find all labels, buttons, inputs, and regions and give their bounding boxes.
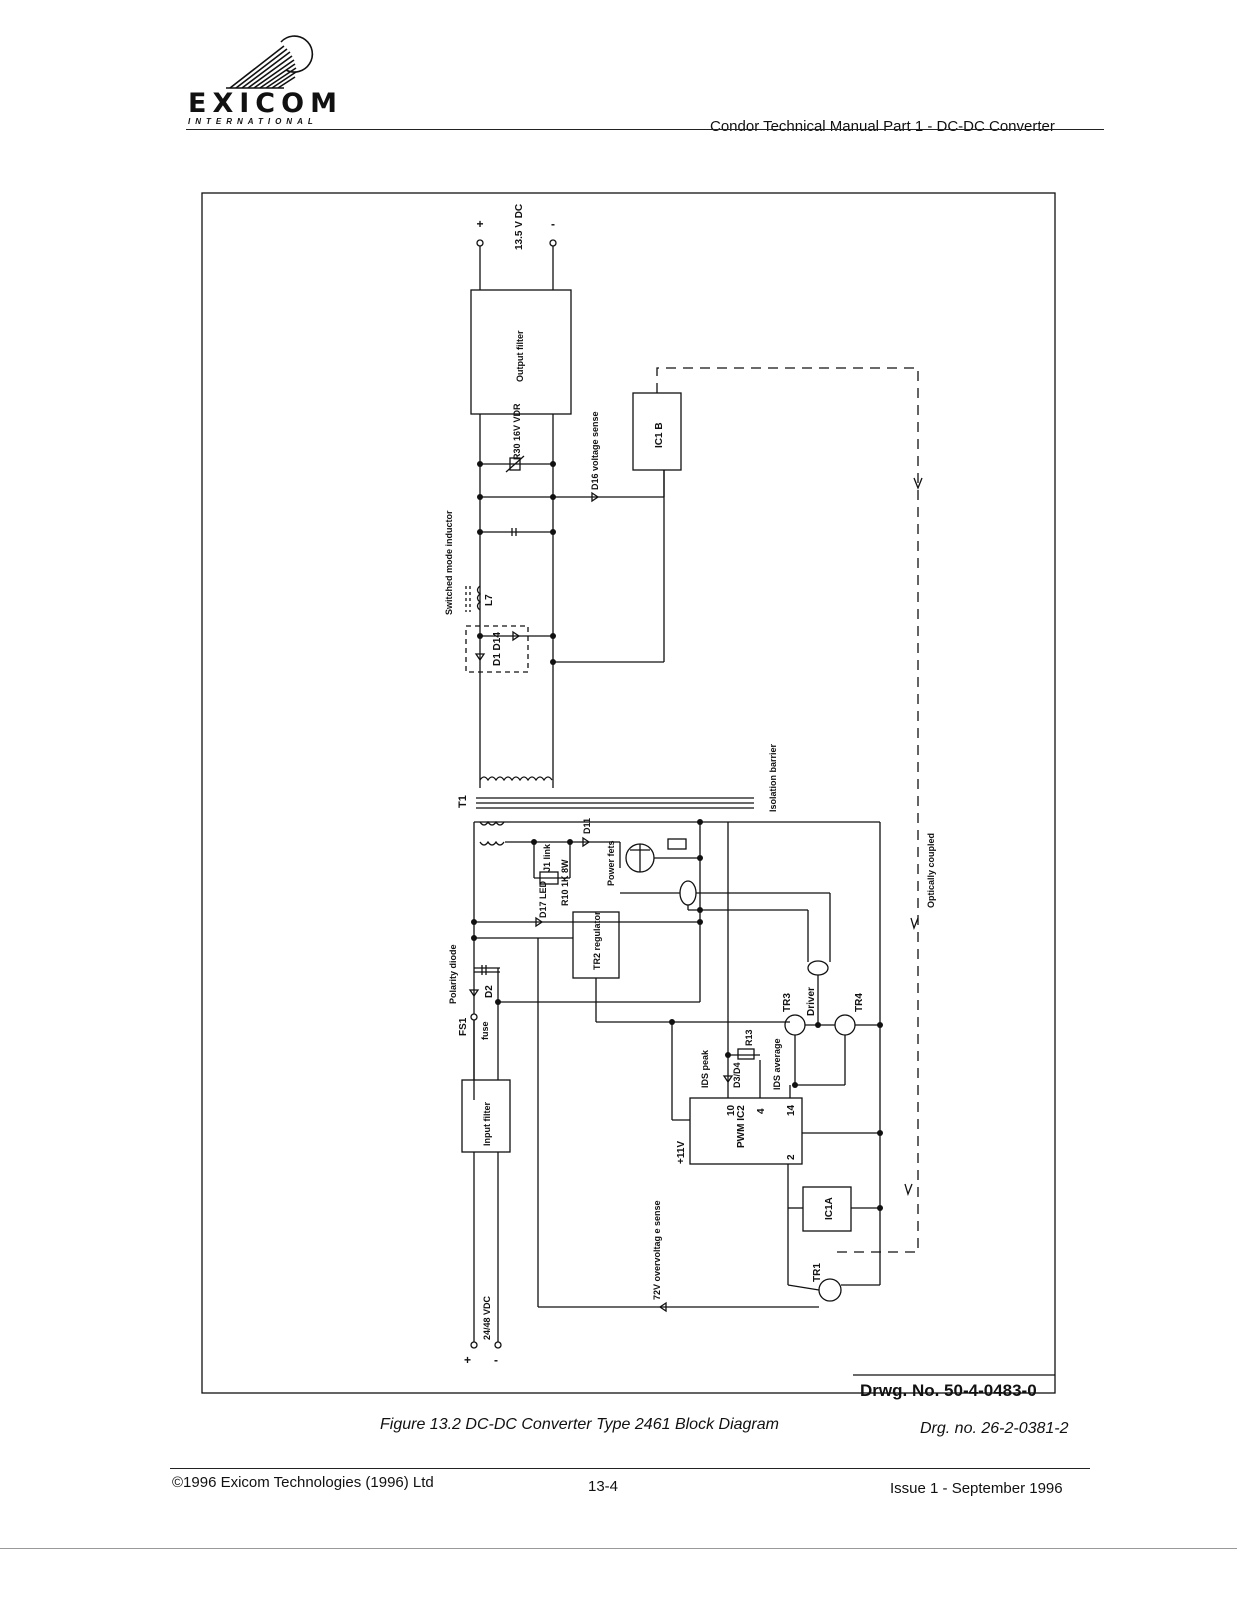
- output-minus-label: -: [551, 217, 555, 231]
- l7-label: L7: [484, 594, 495, 606]
- j1-link-label: J1 link: [542, 843, 552, 872]
- exicom-logo-icon: [226, 35, 314, 89]
- ids-peak-label: IDS peak: [700, 1049, 710, 1088]
- switched-inductor-label: Switched mode inductor: [444, 510, 454, 615]
- plus-11v-label: +11V: [676, 1141, 687, 1164]
- diagram-frame: [201, 192, 1056, 1394]
- r10-label: R10 1K 8W: [560, 859, 570, 906]
- footer-copyright: ©1996 Exicom Technologies (1996) Ltd: [172, 1474, 434, 1491]
- d1-d14-label: D1 D14: [492, 632, 503, 666]
- r30-label: R30 16V VDR: [512, 403, 522, 460]
- pin-14-label: 14: [786, 1104, 797, 1116]
- overvoltage-label: 72V overvoltag e sense: [652, 1200, 662, 1300]
- pin-4-label: 4: [756, 1108, 767, 1114]
- optically-coupled-label: Optically coupled: [926, 833, 936, 908]
- pin-2-label: 2: [786, 1154, 797, 1160]
- pin-10-label: 10: [726, 1104, 737, 1116]
- input-plus-label: +: [464, 1353, 471, 1367]
- page-title: Condor Technical Manual Part 1 - DC-DC C…: [710, 118, 1055, 135]
- figure-caption: Figure 13.2 DC-DC Converter Type 2461 Bl…: [380, 1416, 779, 1433]
- ids-average-label: IDS average: [772, 1038, 782, 1090]
- output-plus-label: +: [476, 217, 483, 231]
- tr4-label: TR4: [854, 993, 865, 1012]
- output-filter-box: [470, 289, 572, 415]
- d16-label: D16 voltage sense: [590, 411, 600, 490]
- power-fets-label: Power fets: [606, 840, 616, 886]
- footer-page-number: 13-4: [588, 1478, 619, 1495]
- d2-label: D2: [484, 985, 495, 998]
- input-filter-label: Input filter: [482, 1102, 492, 1146]
- d11-label: D11: [582, 818, 592, 834]
- logo-subtitle: INTERNATIONAL: [188, 117, 318, 126]
- fs1-label: FS1: [458, 1017, 469, 1036]
- logo-word: EXICOM: [188, 88, 343, 119]
- fuse-label: fuse: [480, 1021, 490, 1040]
- ic1b-label: IC1 B: [654, 422, 665, 448]
- isolation-barrier-label: Isolation barrier: [768, 743, 778, 812]
- header-divider: [186, 129, 1104, 130]
- r13-label: R13: [744, 1029, 754, 1046]
- polarity-diode-label: Polarity diode: [448, 944, 458, 1004]
- ic1a-box: [802, 1186, 852, 1232]
- pwm-ic2-label: PWM IC2: [736, 1105, 747, 1148]
- footer-divider: [170, 1468, 1090, 1469]
- output-voltage-label: 13.5 V DC: [514, 204, 525, 250]
- d17-led-label: D17 LED: [538, 880, 548, 918]
- footer-issue: Issue 1 - September 1996: [890, 1480, 1063, 1497]
- tr3-label: TR3: [782, 993, 793, 1012]
- pwm-ic2-box: [689, 1097, 803, 1165]
- input-minus-label: -: [494, 1353, 498, 1367]
- input-filter-box: [461, 1079, 511, 1153]
- input-voltage-label: 24/48 VDC: [482, 1295, 492, 1340]
- d3d4-label: D3/D4: [732, 1062, 742, 1088]
- page-bottom-rule: [0, 1548, 1237, 1549]
- drawing-reference: Drg. no. 26-2-0381-2: [920, 1420, 1069, 1437]
- tr2-label: TR2 regulator: [592, 911, 602, 970]
- output-filter-label: Output filter: [515, 330, 525, 382]
- ic1a-label: IC1A: [824, 1197, 835, 1220]
- drawing-number: Drwg. No. 50-4-0483-0: [860, 1381, 1037, 1400]
- t1-label: T1: [457, 795, 469, 808]
- driver-label: Driver: [806, 987, 817, 1016]
- tr1-label: TR1: [812, 1263, 823, 1282]
